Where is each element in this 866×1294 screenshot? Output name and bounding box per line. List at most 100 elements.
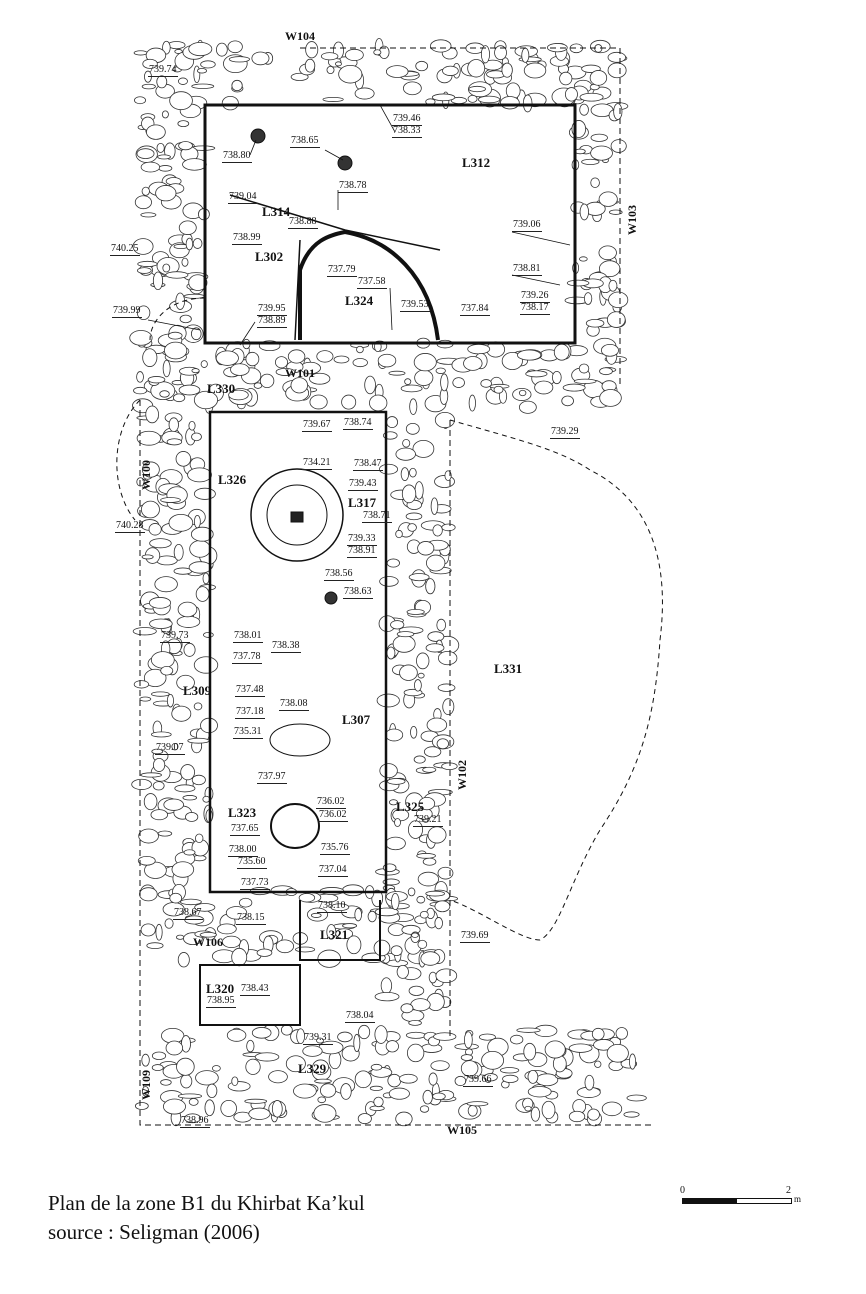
- elevation-label: 738.80: [222, 150, 252, 163]
- wall-stone: [426, 717, 448, 733]
- wall-stone: [169, 91, 193, 111]
- wall-stone: [295, 946, 316, 953]
- wall-stone: [442, 65, 459, 76]
- wall-stone: [408, 985, 425, 996]
- wall-stone: [148, 597, 172, 609]
- wall-stone: [131, 778, 152, 790]
- elevation-label: 737.18: [235, 706, 265, 719]
- wall-stone: [501, 62, 513, 78]
- wall-stone: [142, 58, 158, 69]
- wall-stone: [409, 398, 418, 415]
- wall-stone: [193, 656, 219, 674]
- wall-stone: [386, 778, 406, 785]
- wall-stone: [430, 39, 452, 53]
- wall-label-w104: W104: [285, 29, 315, 43]
- wall-stone: [468, 85, 486, 93]
- wall-stone: [150, 809, 169, 821]
- wall-stone: [561, 395, 574, 407]
- wall-stone: [136, 305, 151, 321]
- wall-stone: [256, 948, 273, 957]
- wall-stone: [522, 94, 533, 113]
- elevation-label: 737.48: [235, 684, 265, 697]
- wall-stone: [163, 341, 188, 360]
- wall-stone: [432, 1092, 446, 1101]
- wall-stone: [404, 378, 412, 385]
- wall-stone: [150, 731, 172, 738]
- wall-stone: [425, 643, 445, 653]
- wall-stone: [204, 1099, 215, 1117]
- wall-stone: [377, 353, 397, 368]
- wall-stone: [553, 343, 570, 361]
- locus-label-l324: L324: [345, 293, 374, 308]
- elevation-label: 739.43: [348, 478, 378, 491]
- scale-start: 0: [680, 1185, 685, 1196]
- wall-stone: [146, 942, 164, 949]
- wall-stone: [132, 238, 154, 255]
- wall-stone: [499, 1067, 520, 1074]
- wall-stone: [521, 47, 530, 63]
- elevation-label: 739.95: [257, 303, 287, 316]
- wall-stone: [544, 1040, 566, 1059]
- elevation-label: 739.06: [512, 219, 542, 232]
- wall-stone: [187, 467, 212, 483]
- wall-stone: [608, 291, 629, 309]
- elevation-label: 736.02: [318, 809, 348, 822]
- wall-stone: [167, 331, 183, 340]
- wall-stone: [626, 1094, 647, 1102]
- wall-stone: [287, 349, 306, 364]
- wall-stone: [183, 849, 196, 856]
- wall-stone: [173, 544, 184, 561]
- wall-stone: [133, 680, 150, 689]
- elevation-label: 739.74: [148, 64, 178, 77]
- wall-stone: [193, 702, 203, 711]
- wall-stone: [428, 971, 438, 984]
- wall-stone: [357, 1113, 372, 1125]
- wall-stone: [425, 578, 436, 595]
- wall-stone: [370, 1063, 383, 1071]
- wall-stone: [200, 60, 216, 69]
- elevation-label: 739.99: [112, 305, 142, 318]
- wall-stone: [442, 698, 455, 716]
- wall-stone: [385, 728, 404, 742]
- wall-stone: [228, 389, 249, 401]
- locus-label-l329: L329: [298, 1061, 327, 1076]
- wall-stone: [221, 95, 239, 111]
- wall-stone: [364, 375, 376, 395]
- wall-stone: [410, 725, 418, 739]
- wall-stone: [433, 1032, 457, 1041]
- wall-stone: [481, 1051, 505, 1070]
- wall-stone: [335, 61, 342, 67]
- wall-stone: [430, 1060, 450, 1071]
- wall-stone: [410, 998, 431, 1012]
- wall-stone: [419, 1105, 430, 1113]
- wall-stone: [599, 367, 613, 376]
- elevation-label: 739.69: [460, 930, 490, 943]
- wall-stone: [422, 857, 437, 866]
- wall-stone: [157, 830, 173, 837]
- wall-stone: [141, 461, 160, 478]
- wall-stone: [435, 968, 458, 983]
- wall-stone: [230, 363, 250, 376]
- wall-stone: [584, 1074, 595, 1091]
- elevation-label: 738.67: [173, 907, 203, 920]
- wall-stone: [353, 1033, 361, 1053]
- wall-stone: [413, 353, 437, 372]
- wall-stone: [185, 812, 199, 822]
- wall-stone: [259, 373, 275, 388]
- wall-stone: [379, 576, 399, 587]
- wall-stone: [402, 438, 411, 448]
- wall-stone: [153, 757, 166, 772]
- wall-stone: [418, 796, 436, 811]
- wall-stone: [136, 430, 162, 446]
- wall-stone: [140, 212, 157, 218]
- elevation-label: 737.73: [240, 877, 270, 890]
- wall-stone: [231, 947, 248, 967]
- wall-stone: [578, 363, 590, 374]
- elevation-label: 739.07: [155, 742, 185, 755]
- elevation-label: 735.31: [233, 726, 263, 739]
- wall-stone: [183, 642, 196, 657]
- wall-stone: [516, 1027, 541, 1033]
- wall-stone: [467, 1104, 478, 1117]
- wall-stone: [326, 924, 337, 940]
- wall-stone: [203, 631, 214, 638]
